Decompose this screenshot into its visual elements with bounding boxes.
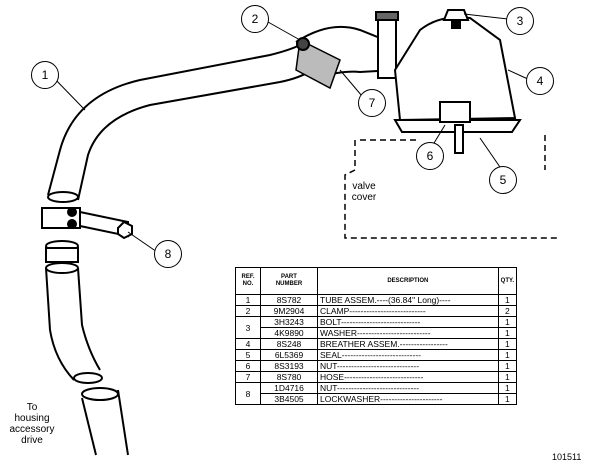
to-housing-line-1: To — [26, 402, 38, 413]
to-housing-line-2: housing — [14, 413, 50, 424]
valve-cover-line-2: cover — [351, 192, 377, 203]
callout-8: 8 — [154, 240, 182, 268]
callout-5: 5 — [489, 166, 517, 194]
valve-cover-label: valve cover — [344, 181, 384, 203]
header-qty: QTY. — [497, 267, 518, 295]
callout-3: 3 — [506, 7, 534, 35]
header-ref: REF.NO. — [235, 267, 261, 295]
header-description: DESCRIPTION — [317, 267, 499, 295]
callout-4: 4 — [526, 67, 554, 95]
figure-number: 101511 — [552, 452, 582, 462]
hose-band — [295, 38, 341, 90]
valve-cover-line-1: valve — [352, 181, 376, 192]
callout-2: 2 — [241, 5, 269, 33]
callout-7: 7 — [358, 89, 386, 117]
to-housing-line-4: drive — [21, 435, 43, 446]
callout-6: 6 — [416, 142, 444, 170]
tube-upper-outline — [47, 44, 301, 196]
to-housing-line-3: accessory — [9, 424, 55, 435]
callout-1: 1 — [31, 61, 59, 89]
to-housing-label: To housing accessory drive — [2, 402, 62, 446]
